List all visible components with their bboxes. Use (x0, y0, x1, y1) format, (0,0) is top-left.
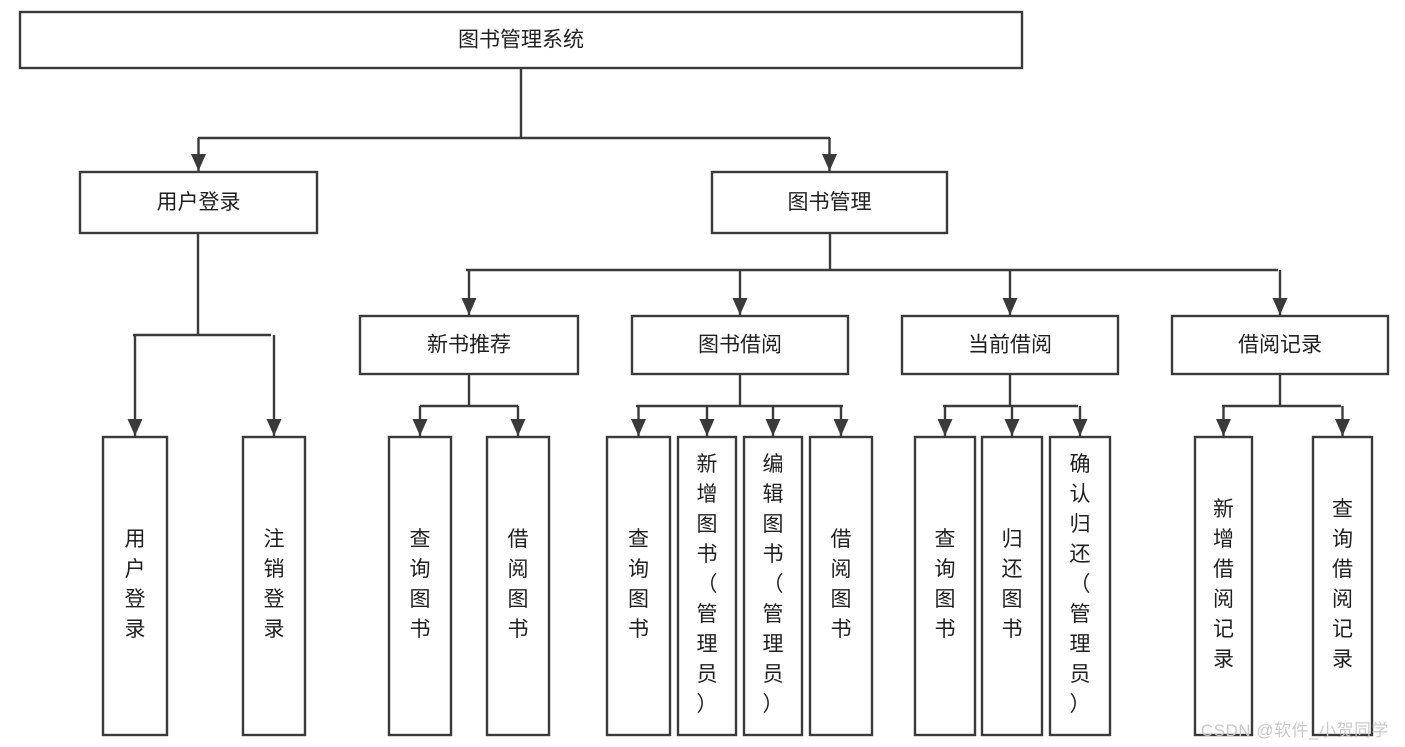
edge-borrow_record-to-leaf_br_add (1216, 406, 1231, 436)
edge-current_borrow-to-leaf_cb_query (937, 406, 953, 436)
node-leaf-user-login[interactable]: 用户登录 (101, 435, 169, 737)
node-label: 借阅记录 (1238, 334, 1322, 357)
node-label: 用户登录 (157, 191, 241, 214)
edge-user_login-to-leaf_user_logout (266, 335, 282, 436)
edge-current_borrow-to-leaf_cb_confirm (1072, 406, 1088, 436)
node-new-book-rec[interactable]: 新书推荐 (358, 314, 580, 376)
node-leaf-cb-return[interactable]: 归还图书 (980, 435, 1044, 737)
node-label: 查询借阅记录 (1332, 498, 1353, 671)
node-current-borrow[interactable]: 当前借阅 (900, 314, 1120, 376)
node-leaf-br-query[interactable]: 查询借阅记录 (1311, 435, 1374, 737)
node-label: 新增借阅记录 (1213, 498, 1234, 671)
csdn-watermark: CSDN @软件_小贺同学 (1200, 721, 1389, 740)
node-label: 查询图书 (935, 528, 956, 641)
edge-book_manage-to-new_book_rec (461, 270, 477, 315)
node-leaf-rec-query[interactable]: 查询图书 (387, 435, 453, 737)
node-leaf-cb-confirm[interactable]: 确认归还（管理员） (1048, 435, 1112, 737)
book-manage-bus (466, 233, 1278, 272)
root-bus (198, 68, 830, 140)
current-borrow-bus (943, 374, 1078, 408)
edge-book_borrow-to-leaf_bb_query (631, 406, 646, 436)
node-label: 新书推荐 (427, 334, 511, 357)
node-layer: 图书管理系统用户登录图书管理新书推荐图书借阅当前借阅借阅记录用户登录注销登录查询… (18, 10, 1390, 737)
edge-new_book_rec-to-leaf_rec_query (412, 406, 428, 436)
node-label: 查询图书 (628, 528, 649, 641)
edge-book_borrow-to-leaf_bb_edit (765, 406, 781, 436)
edge-book_borrow-to-leaf_bb_add (699, 406, 715, 436)
node-label: 新增图书（管理员） (697, 453, 718, 716)
edge-user_login-to-leaf_user_login (127, 335, 143, 436)
edge-book_borrow-to-leaf_bb_borrow (833, 406, 849, 436)
edge-book_manage-to-book_borrow (732, 270, 748, 315)
new-book-bus (420, 374, 518, 408)
node-user-login[interactable]: 用户登录 (78, 170, 319, 235)
node-label: 当前借阅 (968, 334, 1052, 357)
node-book-borrow[interactable]: 图书借阅 (630, 314, 850, 376)
node-leaf-br-add[interactable]: 新增借阅记录 (1193, 435, 1254, 737)
node-label: 确认归还（管理员） (1070, 453, 1091, 716)
node-label: 图书管理 (788, 191, 872, 214)
node-leaf-user-logout[interactable]: 注销登录 (241, 435, 307, 737)
node-label: 编辑图书（管理员） (763, 453, 784, 716)
node-label: 图书管理系统 (458, 29, 584, 52)
node-leaf-bb-add[interactable]: 新增图书（管理员） (676, 435, 738, 737)
node-borrow-record[interactable]: 借阅记录 (1170, 314, 1390, 376)
edge-root-to-book_manage (822, 138, 837, 171)
edge-root-to-user_login (191, 138, 206, 171)
connector-layer (127, 68, 1350, 436)
node-label: 用户登录 (125, 528, 146, 641)
node-leaf-rec-borrow[interactable]: 借阅图书 (485, 435, 551, 737)
edge-current_borrow-to-leaf_cb_return (1004, 406, 1020, 436)
edge-new_book_rec-to-leaf_rec_borrow (510, 406, 526, 436)
node-label: 查询图书 (410, 528, 431, 641)
node-label: 注销登录 (264, 528, 285, 641)
node-book-manage[interactable]: 图书管理 (710, 170, 949, 235)
edge-borrow_record-to-leaf_br_query (1335, 406, 1350, 436)
user-login-bus (133, 233, 271, 337)
edge-book_manage-to-borrow_record (1272, 270, 1288, 315)
node-leaf-bb-edit[interactable]: 编辑图书（管理员） (742, 435, 804, 737)
node-label: 借阅图书 (508, 528, 529, 641)
node-leaf-bb-query[interactable]: 查询图书 (605, 435, 672, 737)
book-borrow-bus (636, 374, 843, 408)
edge-book_manage-to-current_borrow (1002, 270, 1018, 315)
node-label: 借阅图书 (831, 528, 852, 641)
node-label: 图书借阅 (698, 334, 782, 357)
node-label: 归还图书 (1002, 528, 1023, 641)
node-root[interactable]: 图书管理系统 (18, 10, 1024, 70)
node-leaf-bb-borrow[interactable]: 借阅图书 (808, 435, 874, 737)
borrow-record-bus (1222, 374, 1341, 408)
node-leaf-cb-query[interactable]: 查询图书 (913, 435, 977, 737)
